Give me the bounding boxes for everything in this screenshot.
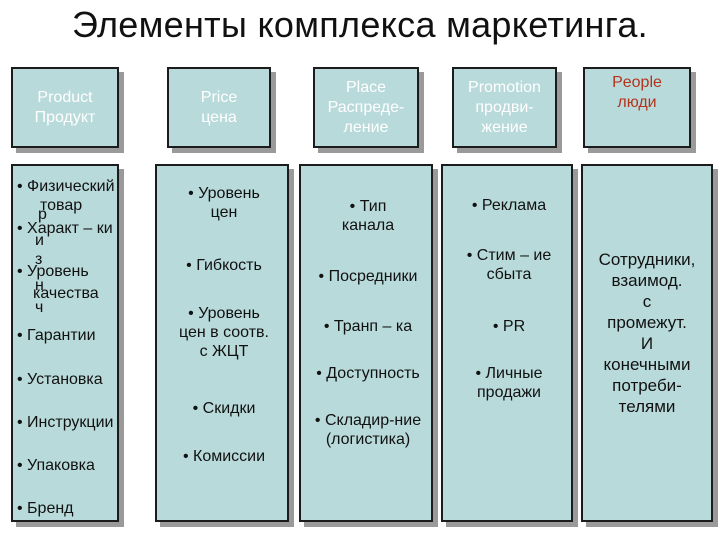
place-column: • Тип канала • Посредники • Транп – ка •…: [299, 164, 433, 522]
product-item-characteristics: • Характ – ки: [17, 220, 113, 237]
promotion-item-sales-promotion: • Стим – ие сбыта: [466, 247, 552, 283]
promotion-column: • Реклама • Стим – ие сбыта • PR • Личны…: [441, 164, 573, 522]
header-promotion-ru-2: жение: [481, 118, 528, 136]
product-overflow-ch: ч: [35, 299, 44, 316]
page-title: Элементы комплекса маркетинга.: [72, 4, 648, 45]
price-item-flexibility: • Гибкость: [186, 257, 262, 274]
product-item-quality-2: качества: [33, 285, 99, 302]
product-overflow-z: з: [35, 251, 43, 268]
price-item-lifecycle: • Уровень цен в соотв. с ЖЦТ: [178, 305, 269, 360]
product-item-installation: • Установка: [17, 371, 103, 388]
header-price-en: Price: [200, 88, 238, 106]
header-promotion: Promotion продви- жение: [452, 67, 557, 148]
header-place-ru-1: Распреде-: [327, 98, 405, 116]
price-item-commissions: • Комиссии: [182, 448, 266, 465]
header-people: People люди: [583, 67, 691, 148]
price-item-discounts: • Скидки: [192, 400, 256, 417]
product-overflow-r: р: [38, 206, 47, 223]
header-place-ru-2: ление: [343, 118, 389, 136]
header-promotion-en: Promotion: [468, 78, 541, 96]
people-column: Сотрудники, взаимод. с промежут. И конеч…: [581, 164, 713, 522]
price-column: • Уровень цен • Гибкость • Уровень цен в…: [155, 164, 289, 522]
people-description: Сотрудники, взаимод. с промежут. И конеч…: [598, 250, 696, 416]
product-column: • Физический товар р • Характ – ки и з •…: [11, 164, 119, 522]
promotion-item-advertising: • Реклама: [471, 197, 547, 214]
price-item-level: • Уровень цен: [188, 185, 260, 221]
place-item-transport: • Транп – ка: [323, 318, 413, 335]
place-item-intermediaries: • Посредники: [318, 268, 418, 285]
place-item-availability: • Доступность: [316, 365, 420, 382]
header-product-ru: Продукт: [34, 108, 96, 126]
header-place: Place Распреде- ление: [313, 67, 419, 148]
header-place-en: Place: [345, 78, 387, 96]
product-overflow-i: и: [35, 232, 44, 249]
header-promotion-ru-1: продви-: [475, 98, 534, 116]
product-item-quality: • Уровень: [17, 263, 89, 280]
promotion-item-pr: • PR: [492, 318, 526, 335]
promotion-item-personal-selling: • Личные продажи: [475, 365, 543, 401]
place-item-channel-type: • Тип канала: [341, 198, 395, 234]
header-price-ru: цена: [201, 108, 237, 126]
product-item-physical: • Физический товар: [17, 178, 115, 214]
place-item-logistics: • Складир-ние (логистика): [314, 412, 422, 448]
product-item-instructions: • Инструкции: [17, 414, 114, 431]
header-product-en: Product: [37, 88, 93, 106]
header-people-en: People: [612, 74, 662, 91]
product-item-warranty: • Гарантии: [17, 327, 96, 344]
product-item-packaging: • Упаковка: [17, 457, 95, 474]
product-overflow-n: н: [35, 277, 44, 294]
header-product: Product Продукт: [11, 67, 119, 148]
header-people-ru: люди: [617, 94, 657, 111]
product-item-brand: • Бренд: [17, 500, 74, 517]
header-price: Price цена: [167, 67, 271, 148]
